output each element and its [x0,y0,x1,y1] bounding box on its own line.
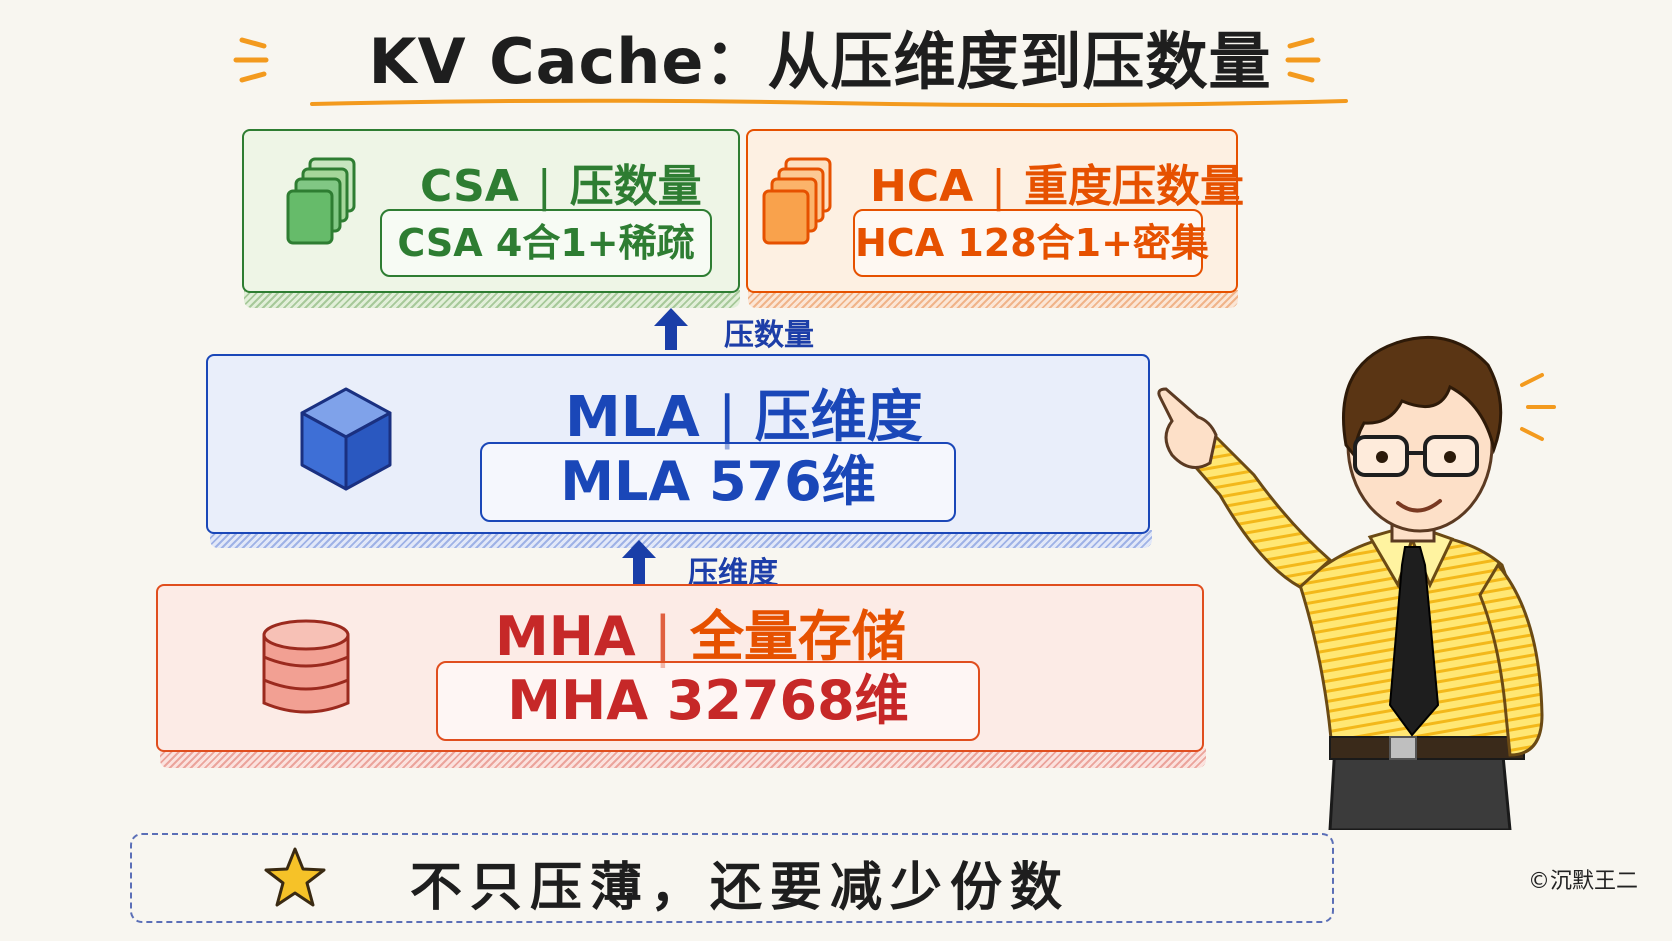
presenter-illustration [1157,335,1556,830]
stacked-squares-icon [286,157,356,245]
mha-detail: MHA 32768维 [507,669,909,732]
csa-detail-box: CSA 4合1+稀疏 [380,209,712,277]
mla-detail: MLA 576维 [560,450,876,513]
footer-box [130,833,1334,923]
hca-desc: 重度压数量 [1024,161,1244,212]
cube-icon [300,387,392,491]
left-spark-icon [233,37,269,83]
csa-desc: 压数量 [569,161,702,212]
right-spark-icon [1285,37,1321,83]
mla-layer-title: MLA | 压维度 [565,372,923,453]
mla-layer-shadow [210,530,1152,548]
hca-layer-shadow [748,290,1238,308]
copyright-text: ©沉默王二 [1528,869,1639,894]
hca-detail-box: HCA 128合1+密集 [853,209,1209,277]
mha-name: MHA [495,605,636,668]
hca-name: HCA [870,161,974,212]
title-underline [310,98,1348,108]
upper-arrow-icon [654,308,688,350]
stacked-squares-icon [762,157,832,245]
hca-layer-title: HCA | 重度压数量 [870,150,1244,214]
mha-separator: | [653,605,672,668]
database-icon [262,619,350,714]
mha-layer-shadow [160,748,1206,768]
csa-detail: CSA 4合1+稀疏 [397,221,695,265]
csa-layer-title: CSA | 压数量 [420,150,702,214]
csa-separator: | [536,161,552,212]
star-icon [264,847,326,907]
mla-name: MLA [565,385,700,450]
hca-separator: | [991,161,1006,212]
page-title: KV Cache：从压维度到压数量 [368,25,1272,98]
mha-detail-box: MHA 32768维 [436,661,980,741]
csa-layer-shadow [244,290,740,308]
mha-layer-title: MHA | 全量存储 [495,592,906,671]
upper-arrow-label: 压数量 [724,318,814,353]
mla-detail-box: MLA 576维 [480,442,956,522]
footer-text: 不只压薄，还要减少份数 [410,858,1071,918]
mla-separator: | [717,385,737,450]
mla-desc: 压维度 [754,385,923,450]
csa-name: CSA [420,161,519,212]
hca-detail: HCA 128合1+密集 [855,221,1209,265]
mha-desc: 全量存储 [689,605,906,668]
lower-arrow-icon [622,540,656,584]
